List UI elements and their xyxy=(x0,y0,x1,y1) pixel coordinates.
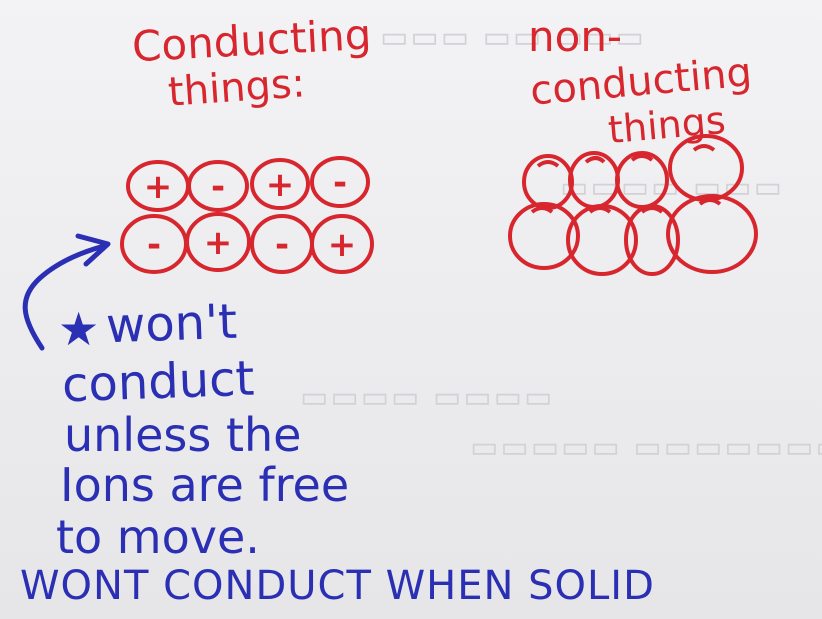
molecule-circle xyxy=(566,204,638,276)
molecule-stroke xyxy=(630,154,654,162)
molecular-lattice xyxy=(508,134,758,276)
bleed-through-mark: ▭▭▭▭▭ ▭▭▭▭▭▭▭ xyxy=(470,430,822,465)
ion-circle xyxy=(187,160,249,212)
molecule-circle xyxy=(666,194,758,274)
bleed-through-mark: ▭▭▭ ▭▭ ▭▭▭ xyxy=(380,20,646,55)
ionic-lattice xyxy=(120,156,374,274)
ion-charges: + - + - - + - + xyxy=(144,163,357,265)
molecule-circle xyxy=(615,151,669,209)
note-line-3: unless the xyxy=(64,408,302,462)
molecule-stroke xyxy=(536,160,560,168)
ion-charge: + xyxy=(266,165,295,205)
molecule-stroke xyxy=(698,198,722,206)
molecule-stroke xyxy=(640,206,664,214)
ion-circle xyxy=(250,158,310,210)
note-line-4: Ions are free xyxy=(60,458,350,512)
ion-circle xyxy=(310,156,370,208)
caption: WONT CONDUCT WHEN SOLID xyxy=(20,563,655,609)
ion-charge: + xyxy=(328,225,357,265)
molecule-circle xyxy=(508,202,580,270)
ion-circle xyxy=(185,212,251,272)
arrow-icon xyxy=(22,233,111,351)
molecule-circle xyxy=(568,151,620,209)
ion-charge: - xyxy=(147,225,161,265)
note-line-5: to move. xyxy=(56,510,260,564)
molecule-stroke xyxy=(588,206,612,214)
star-icon: ★ xyxy=(58,302,100,356)
ion-charge: - xyxy=(275,225,289,265)
ion-circle xyxy=(310,214,374,274)
molecule-stroke xyxy=(584,156,606,164)
ion-charge: - xyxy=(211,167,225,207)
molecule-stroke xyxy=(692,144,716,152)
note-line-2: conduct xyxy=(61,350,256,414)
ion-charge: + xyxy=(144,167,173,207)
note-line-1: won't xyxy=(105,293,238,355)
ion-charge: - xyxy=(333,163,347,203)
bleed-through-mark: ▭▭▭▭ ▭▭▭▭ xyxy=(300,380,555,415)
ion-charge: + xyxy=(204,223,233,263)
right-heading-line-1: non- xyxy=(528,12,623,61)
molecule-stroke xyxy=(530,206,554,214)
